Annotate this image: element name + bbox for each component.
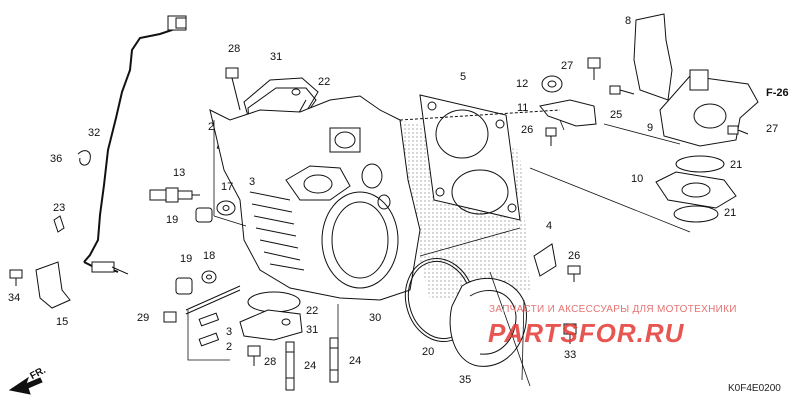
callout-20: 20 [422, 346, 435, 358]
callout-23: 23 [53, 202, 66, 214]
cap-nut-19a [196, 208, 212, 222]
callout-22: 22 [318, 76, 331, 88]
gasket-5 [420, 95, 520, 220]
reference-f26: F-26 [766, 87, 789, 99]
bolt-27-right [728, 126, 748, 134]
callout-3-upper: 3 [249, 176, 256, 188]
bolt-27-top [588, 58, 600, 80]
callout-2-upper: 2 [208, 121, 215, 133]
callout-32: 32 [88, 127, 101, 139]
cylinder-head-30 [210, 96, 420, 300]
callout-34: 34 [8, 292, 21, 304]
callout-31-lower: 31 [306, 324, 319, 336]
callout-13: 13 [173, 167, 186, 179]
callout-19-lower: 19 [180, 253, 193, 265]
insulator-10 [656, 172, 736, 208]
cap-nut-19b [176, 278, 192, 294]
bolt-26-lower [568, 266, 580, 282]
seal-12 [542, 76, 562, 92]
watermark-caption: ЗАПЧАСТИ И АКСЕССУАРЫ ДЛЯ МОТОТЕХНИКИ [489, 304, 737, 315]
callout-31: 31 [270, 51, 283, 63]
callout-15: 15 [56, 316, 69, 328]
callout-19-upper: 19 [166, 214, 179, 226]
plate-4 [534, 244, 556, 276]
insulator-body-9 [660, 70, 758, 146]
bolt-28-lower [248, 346, 260, 366]
bracket-8 [634, 14, 672, 100]
watermark-logo: PARTSFOR.RU [488, 318, 685, 348]
bolt-25 [610, 86, 634, 94]
callout-12: 12 [516, 78, 529, 90]
callout-30: 30 [369, 312, 382, 324]
callout-21-lower: 21 [724, 207, 737, 219]
side-cover-35 [450, 278, 526, 366]
bracket-15 [36, 262, 70, 308]
callout-3-lower: 3 [226, 326, 233, 338]
callout-26-lower: 26 [568, 250, 581, 262]
callout-21-upper: 21 [730, 159, 743, 171]
callout-24-a: 24 [304, 360, 317, 372]
callout-28-lower: 28 [264, 356, 277, 368]
stud-24a [286, 342, 294, 390]
stud-24b [330, 338, 338, 382]
callout-4: 4 [546, 220, 553, 232]
clip-23 [54, 216, 64, 232]
bracket-11 [540, 100, 596, 126]
bolt-26-top [546, 128, 556, 146]
callout-24-b: 24 [349, 355, 362, 367]
diagram-code: K0F4E0200 [728, 383, 781, 394]
bolt-28-top [226, 68, 240, 110]
callout-22-lower: 22 [306, 305, 319, 317]
callout-17: 17 [221, 181, 234, 193]
callout-36: 36 [50, 153, 63, 165]
o-ring-21b [674, 206, 718, 222]
callout-8: 8 [625, 15, 632, 27]
sensor-harness [84, 16, 186, 274]
callout-18: 18 [203, 250, 216, 262]
cover-31-lower [240, 310, 302, 340]
callout-5: 5 [460, 71, 467, 83]
callout-9: 9 [647, 122, 654, 134]
callout-35: 35 [459, 374, 472, 386]
callout-29: 29 [137, 312, 150, 324]
bolt-33 [564, 324, 576, 344]
fr-arrow [10, 378, 42, 394]
spark-plug-13 [150, 188, 200, 202]
washer-17 [217, 201, 235, 215]
dowel-2b [199, 313, 218, 346]
gasket-22-lower [248, 292, 300, 312]
callout-11: 11 [517, 102, 529, 114]
callout-28: 28 [228, 43, 241, 55]
callout-26: 26 [521, 124, 534, 136]
bolt-29 [164, 312, 176, 322]
clip-36 [78, 151, 90, 165]
callout-33: 33 [564, 349, 577, 361]
o-ring-21a [676, 156, 724, 172]
callout-25: 25 [610, 109, 623, 121]
callout-10: 10 [631, 173, 644, 185]
bolt-34 [10, 270, 22, 286]
callout-27-right: 27 [766, 123, 779, 135]
washer-18 [202, 271, 216, 283]
callout-2-lower: 2 [226, 341, 233, 353]
callout-27: 27 [561, 60, 574, 72]
